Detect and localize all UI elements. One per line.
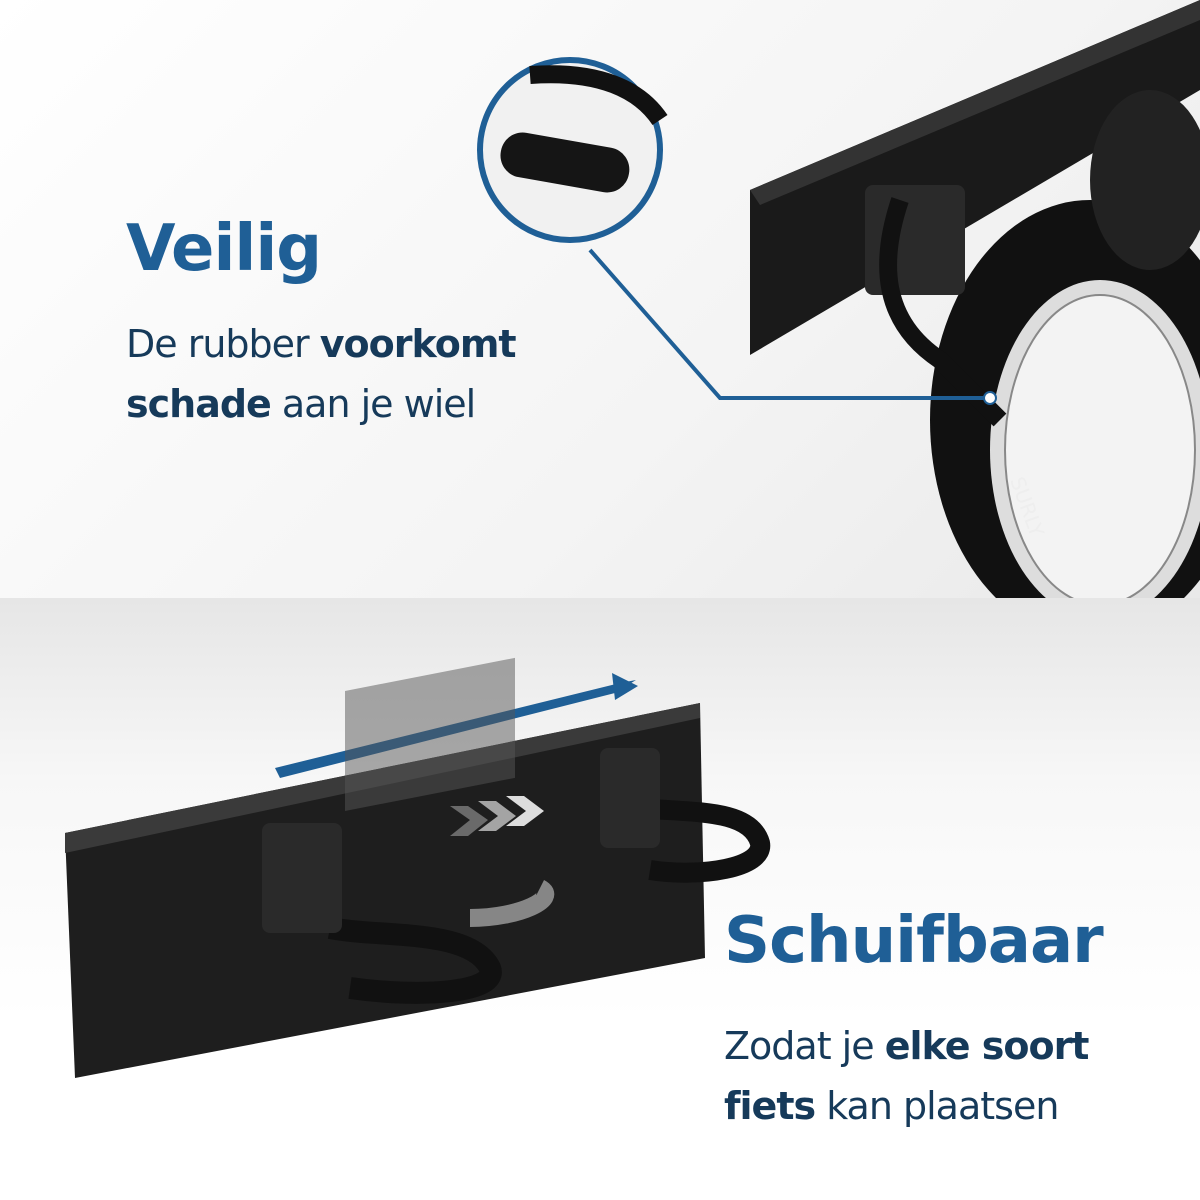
desc-text: aan je wiel [270,382,476,426]
desc-bold: schade [126,382,272,426]
sliding-rail-illustration [65,657,771,1078]
slide-description: Zodat je elke soort fiets kan plaatsen [724,1016,1090,1136]
safe-section: SURLY Veilig De rubber voorkomt schade a… [0,0,1200,598]
safe-title: Veilig [126,212,322,286]
desc-bold: fiets [724,1084,816,1128]
slide-section: Schuifbaar Zodat je elke soort fiets kan… [0,598,1200,1200]
chevrons-right-icon [450,796,544,836]
desc-bold: elke soort [884,1024,1090,1068]
desc-text: kan plaatsen [815,1084,1059,1128]
desc-text: Zodat je [724,1024,885,1068]
callout-line [588,248,990,400]
safe-description: De rubber voorkomt schade aan je wiel [126,314,517,434]
wheel-hook-illustration: SURLY [477,0,1200,598]
desc-bold: voorkomt [319,322,517,366]
slide-title: Schuifbaar [724,904,1104,978]
desc-text: De rubber [126,322,320,366]
